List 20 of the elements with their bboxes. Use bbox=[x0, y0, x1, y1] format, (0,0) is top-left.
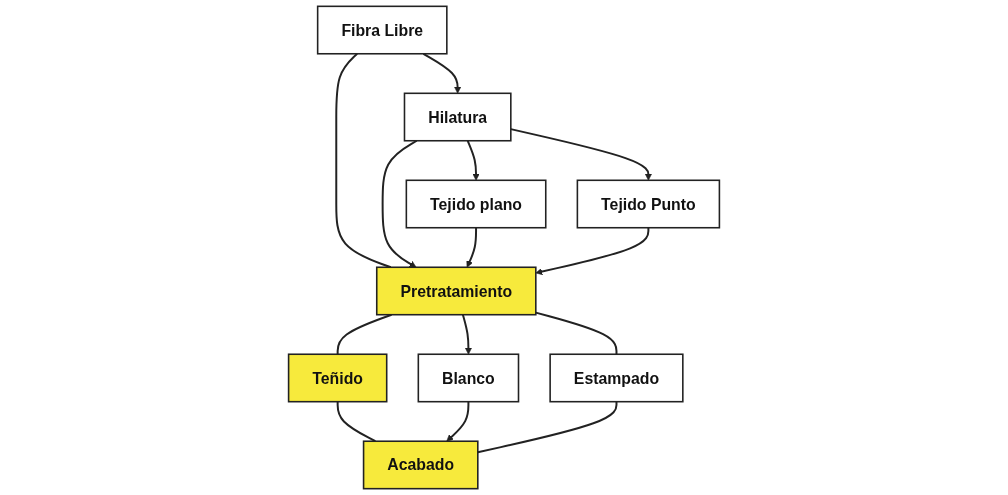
node-box: Tejido plano bbox=[405, 179, 547, 229]
arrow bbox=[381, 139, 418, 268]
node-box: Estampado bbox=[549, 353, 684, 403]
node-box: Teñido bbox=[287, 353, 388, 403]
node-box: Blanco bbox=[417, 353, 520, 403]
connector bbox=[336, 400, 377, 443]
arrow bbox=[422, 52, 462, 94]
arrow bbox=[446, 400, 470, 442]
arrow bbox=[461, 313, 472, 355]
node-box: Fibra Libre bbox=[316, 5, 448, 55]
node-box: Tejido Punto bbox=[576, 179, 721, 229]
node-box: Acabado bbox=[362, 440, 479, 490]
arrow bbox=[535, 226, 650, 275]
connector bbox=[335, 52, 392, 269]
node-box: Pretratamiento bbox=[375, 266, 537, 316]
arrow bbox=[466, 139, 480, 181]
connector bbox=[336, 313, 393, 356]
arrow bbox=[466, 226, 478, 268]
connector bbox=[534, 311, 618, 356]
node-box: Hilatura bbox=[403, 92, 512, 142]
